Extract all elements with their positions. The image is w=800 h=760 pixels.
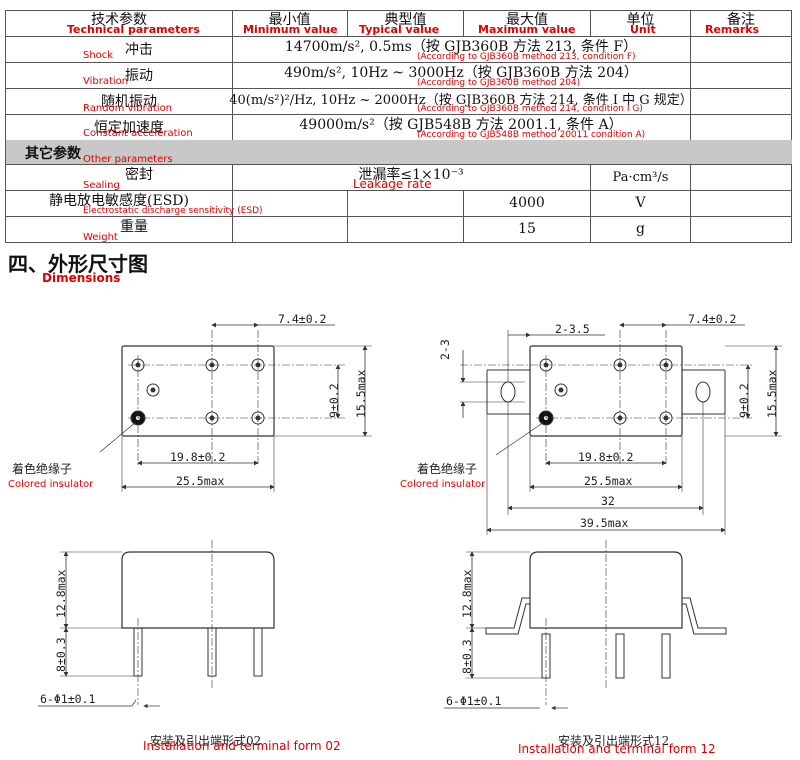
remarks-cell [691,216,792,242]
param-en: Vibration [83,76,129,87]
unit-cell: V [591,190,691,216]
header-max-en: Maximum value [478,23,576,36]
dim-19-8-right: 19.8±0.2 [578,450,634,464]
header-min: 最小值 [232,10,348,36]
header-typ: 典型值 [348,10,464,36]
value-cell: 泄漏率≤1×10⁻³ [232,164,591,190]
dim-9-left: 9±0.2 [327,383,341,418]
caption-form02: 安装及引出端形式02 [150,734,262,748]
remarks-cell [691,190,792,216]
param-cell: 冲击 [5,36,233,62]
remarks-cell [691,62,792,88]
header-min-en: Minimum value [243,23,338,36]
unit-cell: Pa·cm³/s [591,164,691,190]
param-cell: 振动 [5,62,233,88]
dim-pin-dia-right: 6-Φ1±0.1 [446,694,502,708]
param-cell: 随机振动 [5,88,233,114]
header-typ-en: Typical value [359,23,440,36]
header-remarks: 备注 [691,10,792,36]
param-en: Electrostatic discharge sensitivity (ESD… [83,206,263,216]
caption-form02-en: Installation and terminal form 02 [143,739,341,753]
table-row: 振动 490m/s², 10Hz ~ 3000Hz（按 GJB360B 方法 2… [5,62,792,89]
caption-form12-en: Installation and terminal form 12 [518,742,716,756]
remarks-cell [691,164,792,190]
dim-12-8-left: 12.8max [54,569,68,618]
dim-pitch-7-4-left: 7.4±0.2 [278,312,327,326]
remarks-cell [691,114,792,140]
typ-cell [348,190,464,216]
dim-pin-dia-left: 6-Φ1±0.1 [40,692,96,706]
header-param-en: Technical parameters [67,23,200,36]
dim-39-5: 39.5max [580,516,629,530]
header-param: 技术参数 [5,10,233,36]
table-row: 冲击 14700m/s², 0.5ms（按 GJB360B 方法 213, 条件… [5,36,792,63]
table-top-border [5,10,792,11]
top-view-form12 [460,322,782,535]
insulator-label-left: 着色绝缘子 [12,462,73,476]
remarks-cell [691,88,792,114]
value-en: Leakage rate [353,177,432,191]
value-cell: 14700m/s², 0.5ms（按 GJB360B 方法 213, 条件 F） [232,36,691,62]
dim-2-3: 2-3 [438,339,452,360]
table-row: 静电放电敏感度(ESD) 4000 V Electrostatic discha… [5,190,792,217]
param-en: Random vibration [83,103,173,114]
remarks-cell [691,36,792,62]
header-unit: 单位 [591,10,691,36]
table-row: 密封 泄漏率≤1×10⁻³ Pa·cm³/s Sealing Leakage r… [5,164,792,191]
param-en: Shock [83,50,114,61]
dim-15-5-right: 15.5max [765,369,779,418]
table-row: 重量 15 g Weight [5,216,792,243]
dim-pitch-7-4-right: 7.4±0.2 [688,312,737,326]
dimensions-title: 四、外形尺寸图 [8,252,148,276]
param-cell: 重量 [5,216,233,242]
section-other-parameters: 其它参数 Other parameters [5,140,792,165]
dim-12-8-right: 12.8max [460,569,474,618]
value-note-en: (According to GJB548B method 20011 condi… [417,130,646,140]
dimensions-title-en: Dimensions [42,271,121,285]
table-row: 随机振动 40(m/s²)²/Hz, 10Hz ~ 2000Hz（按 GJB36… [5,88,792,115]
section-title: 其它参数 [25,146,81,162]
param-cell: 静电放电敏感度(ESD) [5,190,233,216]
side-view-form02 [38,540,275,709]
insulator-label-right-en: Colored insulator [400,479,486,490]
max-cell: 4000 [464,190,591,216]
section-title-en: Other parameters [83,154,173,165]
insulator-label-right: 着色绝缘子 [417,462,478,476]
table-header-row: 技术参数 最小值 典型值 最大值 单位 备注 Technical paramet… [5,10,792,37]
caption-form12: 安装及引出端形式12 [558,734,670,748]
value-cell: 40(m/s²)²/Hz, 10Hz ~ 2000Hz（按 GJB360B 方法… [229,88,693,114]
dim-32: 32 [601,494,615,508]
value-note-en: (According to GJB360B method 214, condit… [417,104,643,114]
dim-25-5-right: 25.5max [584,474,633,488]
header-max: 最大值 [464,10,591,36]
param-en: Weight [83,232,118,243]
value-note-en: (According to GJB360B method 204) [417,78,581,88]
param-en: Sealing [83,180,120,191]
header-remarks-en: Remarks [705,23,760,36]
dim-15-5-left: 15.5max [354,369,368,418]
dim-19-8-left: 19.8±0.2 [170,450,226,464]
value-note-en: (According to GJB360B method 213, condit… [417,52,636,62]
typ-cell [348,216,464,242]
param-en: Constant acceleration [83,128,193,139]
header-unit-en: Unit [630,23,656,36]
min-cell [232,190,348,216]
dim-8-left: 8±0.3 [54,637,68,672]
dim-25-5-left: 25.5max [176,474,225,488]
param-cell: 恒定加速度 [5,114,233,140]
min-cell [232,216,348,242]
dim-9-right: 9±0.2 [737,383,751,418]
value-cell: 49000m/s²（按 GJB548B 方法 2001.1, 条件 A） [232,114,691,140]
param-cell: 密封 [5,164,233,190]
dim-8-right: 8±0.3 [460,639,474,674]
value-cell: 490m/s², 10Hz ~ 3000Hz（按 GJB360B 方法 204） [232,62,691,88]
spec-table: 技术参数 最小值 典型值 最大值 单位 备注 Technical paramet… [5,10,792,243]
dim-2-3-5: 2-3.5 [555,322,590,336]
top-view-form02 [99,322,372,492]
side-view-form12 [444,540,727,711]
max-cell: 15 [464,216,591,242]
unit-cell: g [591,216,691,242]
insulator-label-left-en: Colored insulator [8,479,94,490]
